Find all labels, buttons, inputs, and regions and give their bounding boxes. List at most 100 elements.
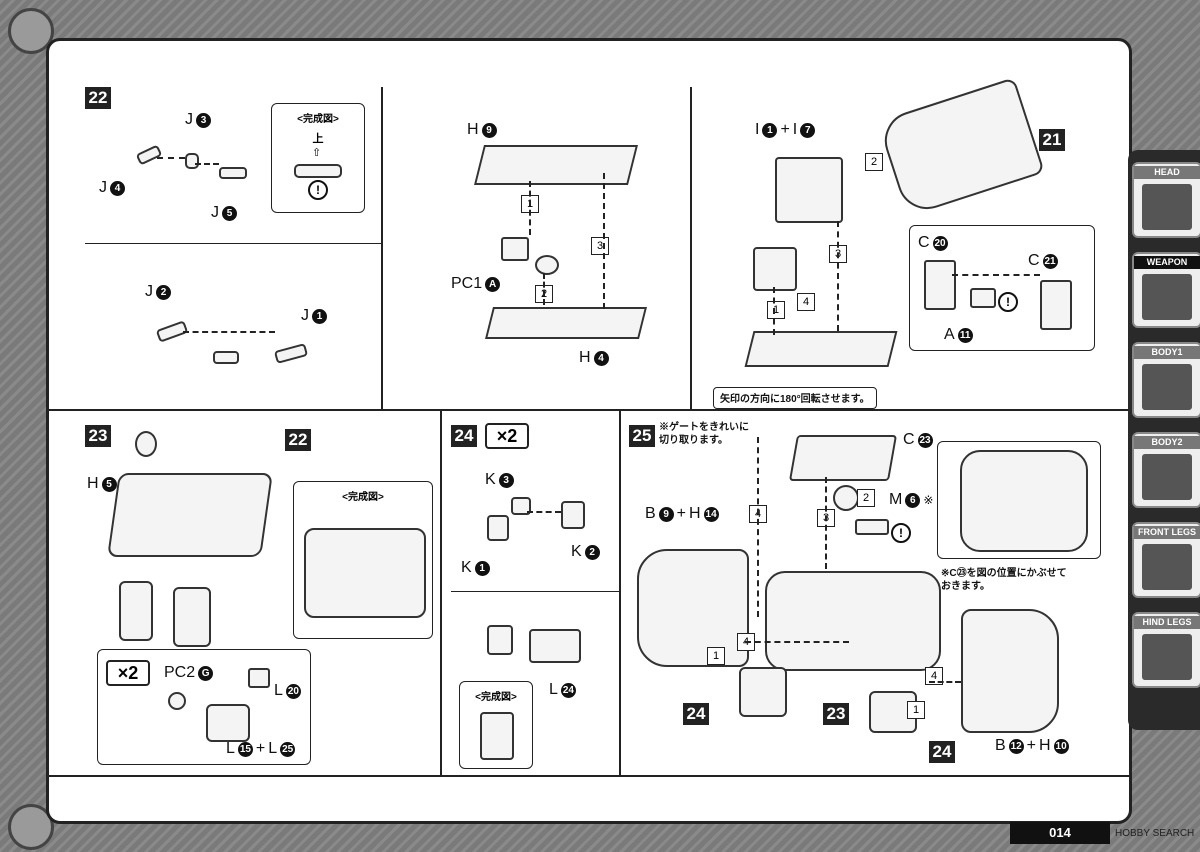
assembly-arrow (745, 641, 849, 643)
assembly-arrow (157, 157, 185, 159)
step-number: 23 (85, 425, 111, 447)
divider (440, 411, 442, 775)
part-drawing (304, 528, 426, 618)
step-number: 24 (451, 425, 477, 447)
hind-legs-thumbnail-icon (1142, 634, 1192, 680)
divider (690, 87, 692, 409)
assembly-arrow (195, 163, 219, 165)
part-drawing (206, 704, 250, 742)
step-number: 25 (629, 425, 655, 447)
detail-box (937, 441, 1101, 559)
step-reference: 24 (683, 703, 709, 725)
divider (49, 409, 1129, 411)
part-drawing (788, 435, 898, 481)
sequence-number: 1 (767, 301, 785, 319)
assembly-arrow (527, 511, 561, 513)
part-drawing (294, 164, 342, 178)
divider (49, 775, 1129, 777)
part-drawing (107, 473, 273, 557)
part-drawing (248, 668, 270, 688)
section-tabs: HEAD WEAPON BODY1 BODY2 FRONT LEGS HIND … (1128, 150, 1200, 730)
sequence-number: 3 (591, 237, 609, 255)
tab-label: HIND LEGS (1134, 616, 1200, 629)
completion-diagram: <完成図> 上 ⇧ ! (271, 103, 365, 213)
tab-weapon[interactable]: WEAPON (1132, 252, 1200, 328)
part-drawing (135, 431, 157, 457)
tab-front-legs[interactable]: FRONT LEGS (1132, 522, 1200, 598)
sequence-number: 2 (865, 153, 883, 171)
tab-head[interactable]: HEAD (1132, 162, 1200, 238)
part-drawing (185, 153, 199, 169)
part-drawing (753, 247, 797, 291)
part-drawing (535, 255, 559, 275)
position-note: ※C㉓を図の位置にかぶせておきます。 (941, 568, 1067, 592)
part-drawing (637, 549, 749, 667)
part-drawing (855, 519, 889, 535)
part-drawing (119, 581, 153, 641)
tab-body2[interactable]: BODY2 (1132, 432, 1200, 508)
assembly-arrow (757, 437, 759, 617)
part-drawing (213, 351, 239, 364)
watermark: HOBBY SEARCH (1115, 828, 1195, 839)
up-arrow-icon: ⇧ (312, 147, 322, 159)
part-drawing (833, 485, 859, 511)
part-drawing (219, 167, 247, 179)
completion-diagram: <完成図> (293, 481, 433, 639)
part-drawing (173, 587, 211, 647)
part-drawing (487, 625, 513, 655)
tab-label: FRONT LEGS (1134, 526, 1200, 539)
warning-icon: ! (308, 180, 328, 200)
sequence-number: 2 (857, 489, 875, 507)
step-reference: 22 (285, 429, 311, 451)
part-drawing (273, 343, 309, 364)
multiplier-badge: ×2 (106, 660, 150, 686)
body1-thumbnail-icon (1142, 364, 1192, 410)
part-drawing (924, 260, 956, 310)
part-drawing (168, 692, 186, 710)
up-label: 上 (312, 133, 324, 145)
assembly-arrow (183, 331, 275, 333)
completion-title: <完成図> (342, 492, 384, 503)
tab-body1[interactable]: BODY1 (1132, 342, 1200, 418)
part-drawing (501, 237, 529, 261)
part-drawing (474, 145, 638, 185)
assembly-arrow (543, 273, 545, 305)
tab-hind-legs[interactable]: HIND LEGS (1132, 612, 1200, 688)
step-reference: 23 (823, 703, 849, 725)
assembly-arrow (952, 274, 1040, 276)
tab-label: BODY1 (1134, 346, 1200, 359)
warning-icon: ! (998, 292, 1018, 312)
divider (85, 243, 381, 244)
tab-label: BODY2 (1134, 436, 1200, 449)
divider (451, 591, 619, 592)
completion-title: <完成図> (475, 692, 517, 703)
part-drawing (511, 497, 531, 515)
completion-title: <完成図> (297, 114, 339, 125)
part-drawing (877, 77, 1045, 217)
multiplier-badge: ×2 (485, 423, 529, 449)
sequence-number: 4 (925, 667, 943, 685)
part-drawing (487, 515, 509, 541)
part-drawing (739, 667, 787, 717)
warning-icon: ! (891, 523, 911, 543)
part-drawing (961, 609, 1059, 733)
step-number: 22 (85, 87, 111, 109)
